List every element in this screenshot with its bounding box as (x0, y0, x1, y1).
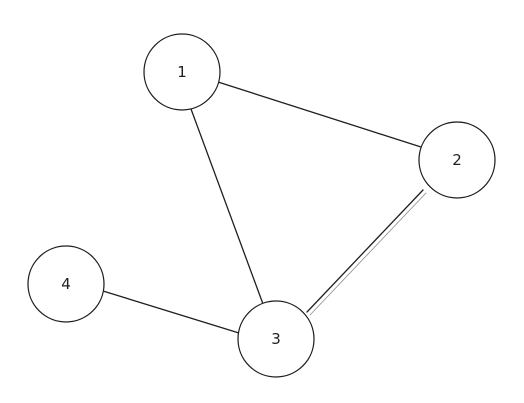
node-2[interactable]: 2 (418, 121, 496, 199)
node-1[interactable]: 1 (143, 33, 221, 111)
edge-2-3 (306, 189, 427, 316)
edge-4-3 (102, 290, 240, 334)
node-2-label: 2 (452, 151, 462, 169)
node-3-label: 3 (271, 330, 281, 348)
edges (102, 81, 427, 334)
edge-1-2 (217, 81, 422, 148)
node-4[interactable]: 4 (27, 245, 105, 323)
node-1-label: 1 (177, 63, 187, 81)
node-3[interactable]: 3 (237, 300, 315, 378)
edge-1-3 (190, 108, 264, 305)
node-4-label: 4 (61, 275, 71, 293)
